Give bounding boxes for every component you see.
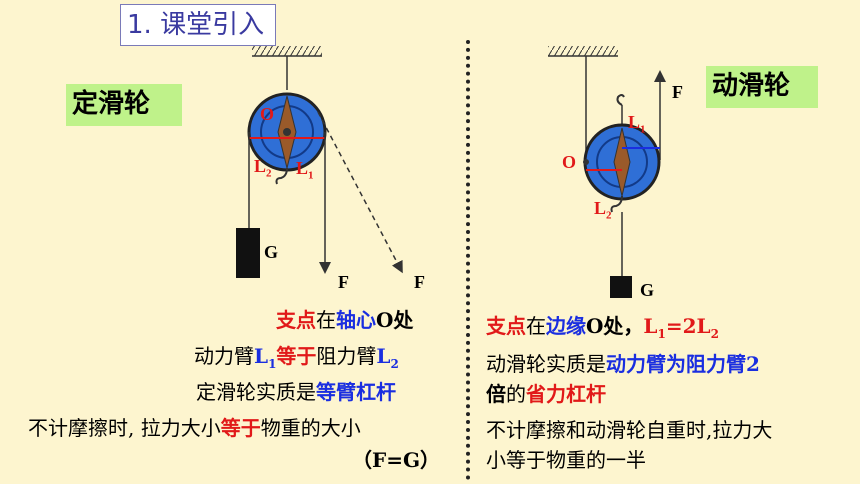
- label-l1-left: L1: [296, 158, 314, 182]
- label-f2-left: F: [414, 272, 425, 292]
- section-divider: [466, 40, 470, 480]
- right-text-line4: 不计摩擦和动滑轮自重时,拉力大: [486, 418, 773, 442]
- label-o-left: O: [260, 104, 275, 124]
- left-text-line4: 不计摩擦时, 拉力大小等于物重的大小: [28, 416, 361, 440]
- fixed-pulley: [236, 46, 403, 278]
- label-l2-right: L2: [594, 198, 612, 222]
- label-l2-left: L2: [254, 156, 272, 180]
- left-text-line1: 支点在轴心O处: [276, 308, 414, 332]
- fixed-pulley-label: 定滑轮: [66, 84, 182, 126]
- label-o-right: O: [562, 152, 577, 172]
- label-l1-right: L1: [628, 112, 646, 136]
- weight-block-right: [610, 276, 632, 298]
- left-text-line3: 定滑轮实质是等臂杠杆: [196, 380, 396, 404]
- movable-pulley: [548, 46, 666, 298]
- slide-title: 1. 课堂引入: [120, 4, 276, 46]
- label-f1-left: F: [338, 272, 349, 292]
- top-hook: [616, 94, 625, 106]
- ceiling-hatch: [252, 46, 322, 56]
- label-g-left: G: [264, 242, 279, 262]
- dashed-force-arrow: [317, 111, 403, 274]
- label-g-right: G: [640, 280, 655, 300]
- right-text-line5: 小等于物重的一半: [486, 448, 646, 472]
- right-text-line3: 倍的省力杠杆: [486, 382, 606, 406]
- ceiling-hatch-right: [548, 46, 618, 56]
- weight-block: [236, 228, 260, 278]
- hook: [275, 167, 288, 185]
- right-text-line2: 动滑轮实质是动力臂为阻力臂2: [486, 352, 760, 376]
- left-text-line5: （F=G）: [352, 448, 441, 472]
- movable-pulley-label: 动滑轮: [706, 66, 818, 108]
- label-f-right: F: [672, 82, 683, 102]
- left-text-line2: 动力臂L1等于阻力臂L2: [194, 344, 399, 371]
- right-text-line1: 支点在边缘O处，L1=2L2: [486, 314, 719, 341]
